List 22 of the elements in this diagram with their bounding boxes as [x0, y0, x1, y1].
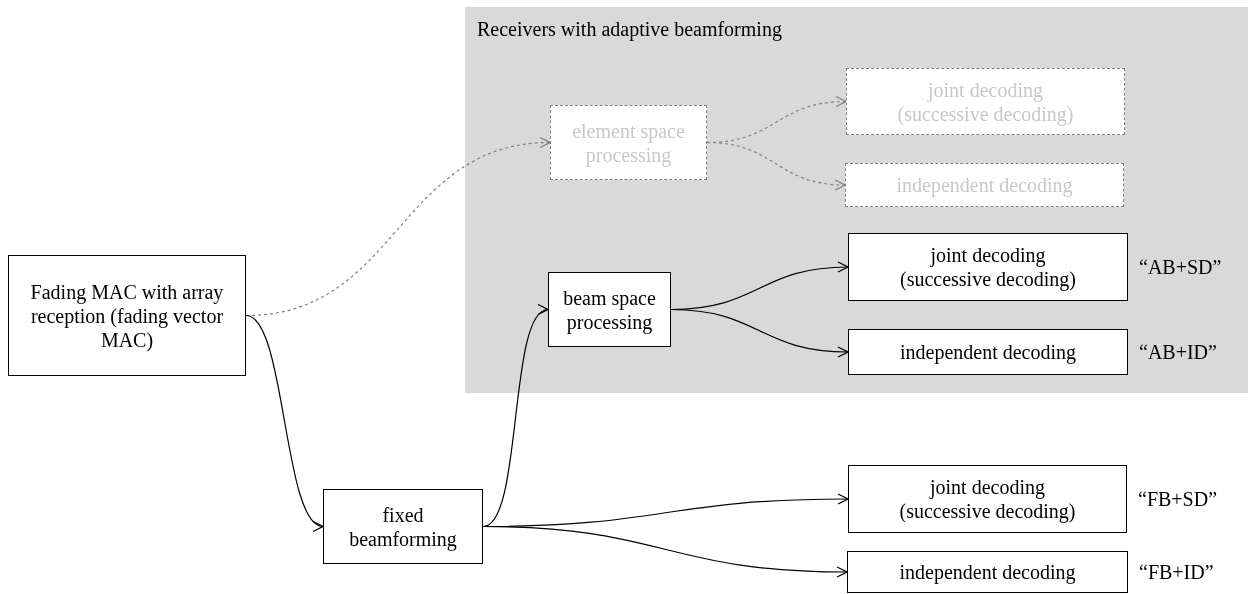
- node-label: fixed beamforming: [348, 502, 458, 551]
- arrow: [706, 141, 846, 191]
- process-box: [323, 489, 483, 564]
- scheme-label: “AB+ID”: [1139, 340, 1217, 364]
- scheme-label: “FB+SD”: [1138, 487, 1218, 511]
- process-box: [846, 68, 1125, 135]
- process-box: [550, 105, 707, 180]
- process-box: [845, 163, 1124, 207]
- arrow: [482, 525, 848, 578]
- arrow: [670, 308, 849, 358]
- node-label: joint decoding (successive decoding): [898, 243, 1077, 291]
- process-box: [548, 272, 671, 347]
- node-label: Fading MAC with array reception (fading vector MAC): [29, 279, 225, 352]
- process-box: [8, 255, 246, 376]
- node-label: independent decoding: [899, 560, 1076, 584]
- scheme-label: “FB+ID”: [1139, 560, 1214, 584]
- node-label: beam space processing: [562, 285, 657, 334]
- scheme-label: “AB+SD”: [1139, 255, 1222, 279]
- node-label: joint decoding (successive decoding): [898, 475, 1077, 523]
- node-label: independent decoding: [899, 340, 1077, 364]
- group-panel: [465, 7, 1248, 393]
- panel-title: Receivers with adaptive beamforming: [477, 17, 782, 41]
